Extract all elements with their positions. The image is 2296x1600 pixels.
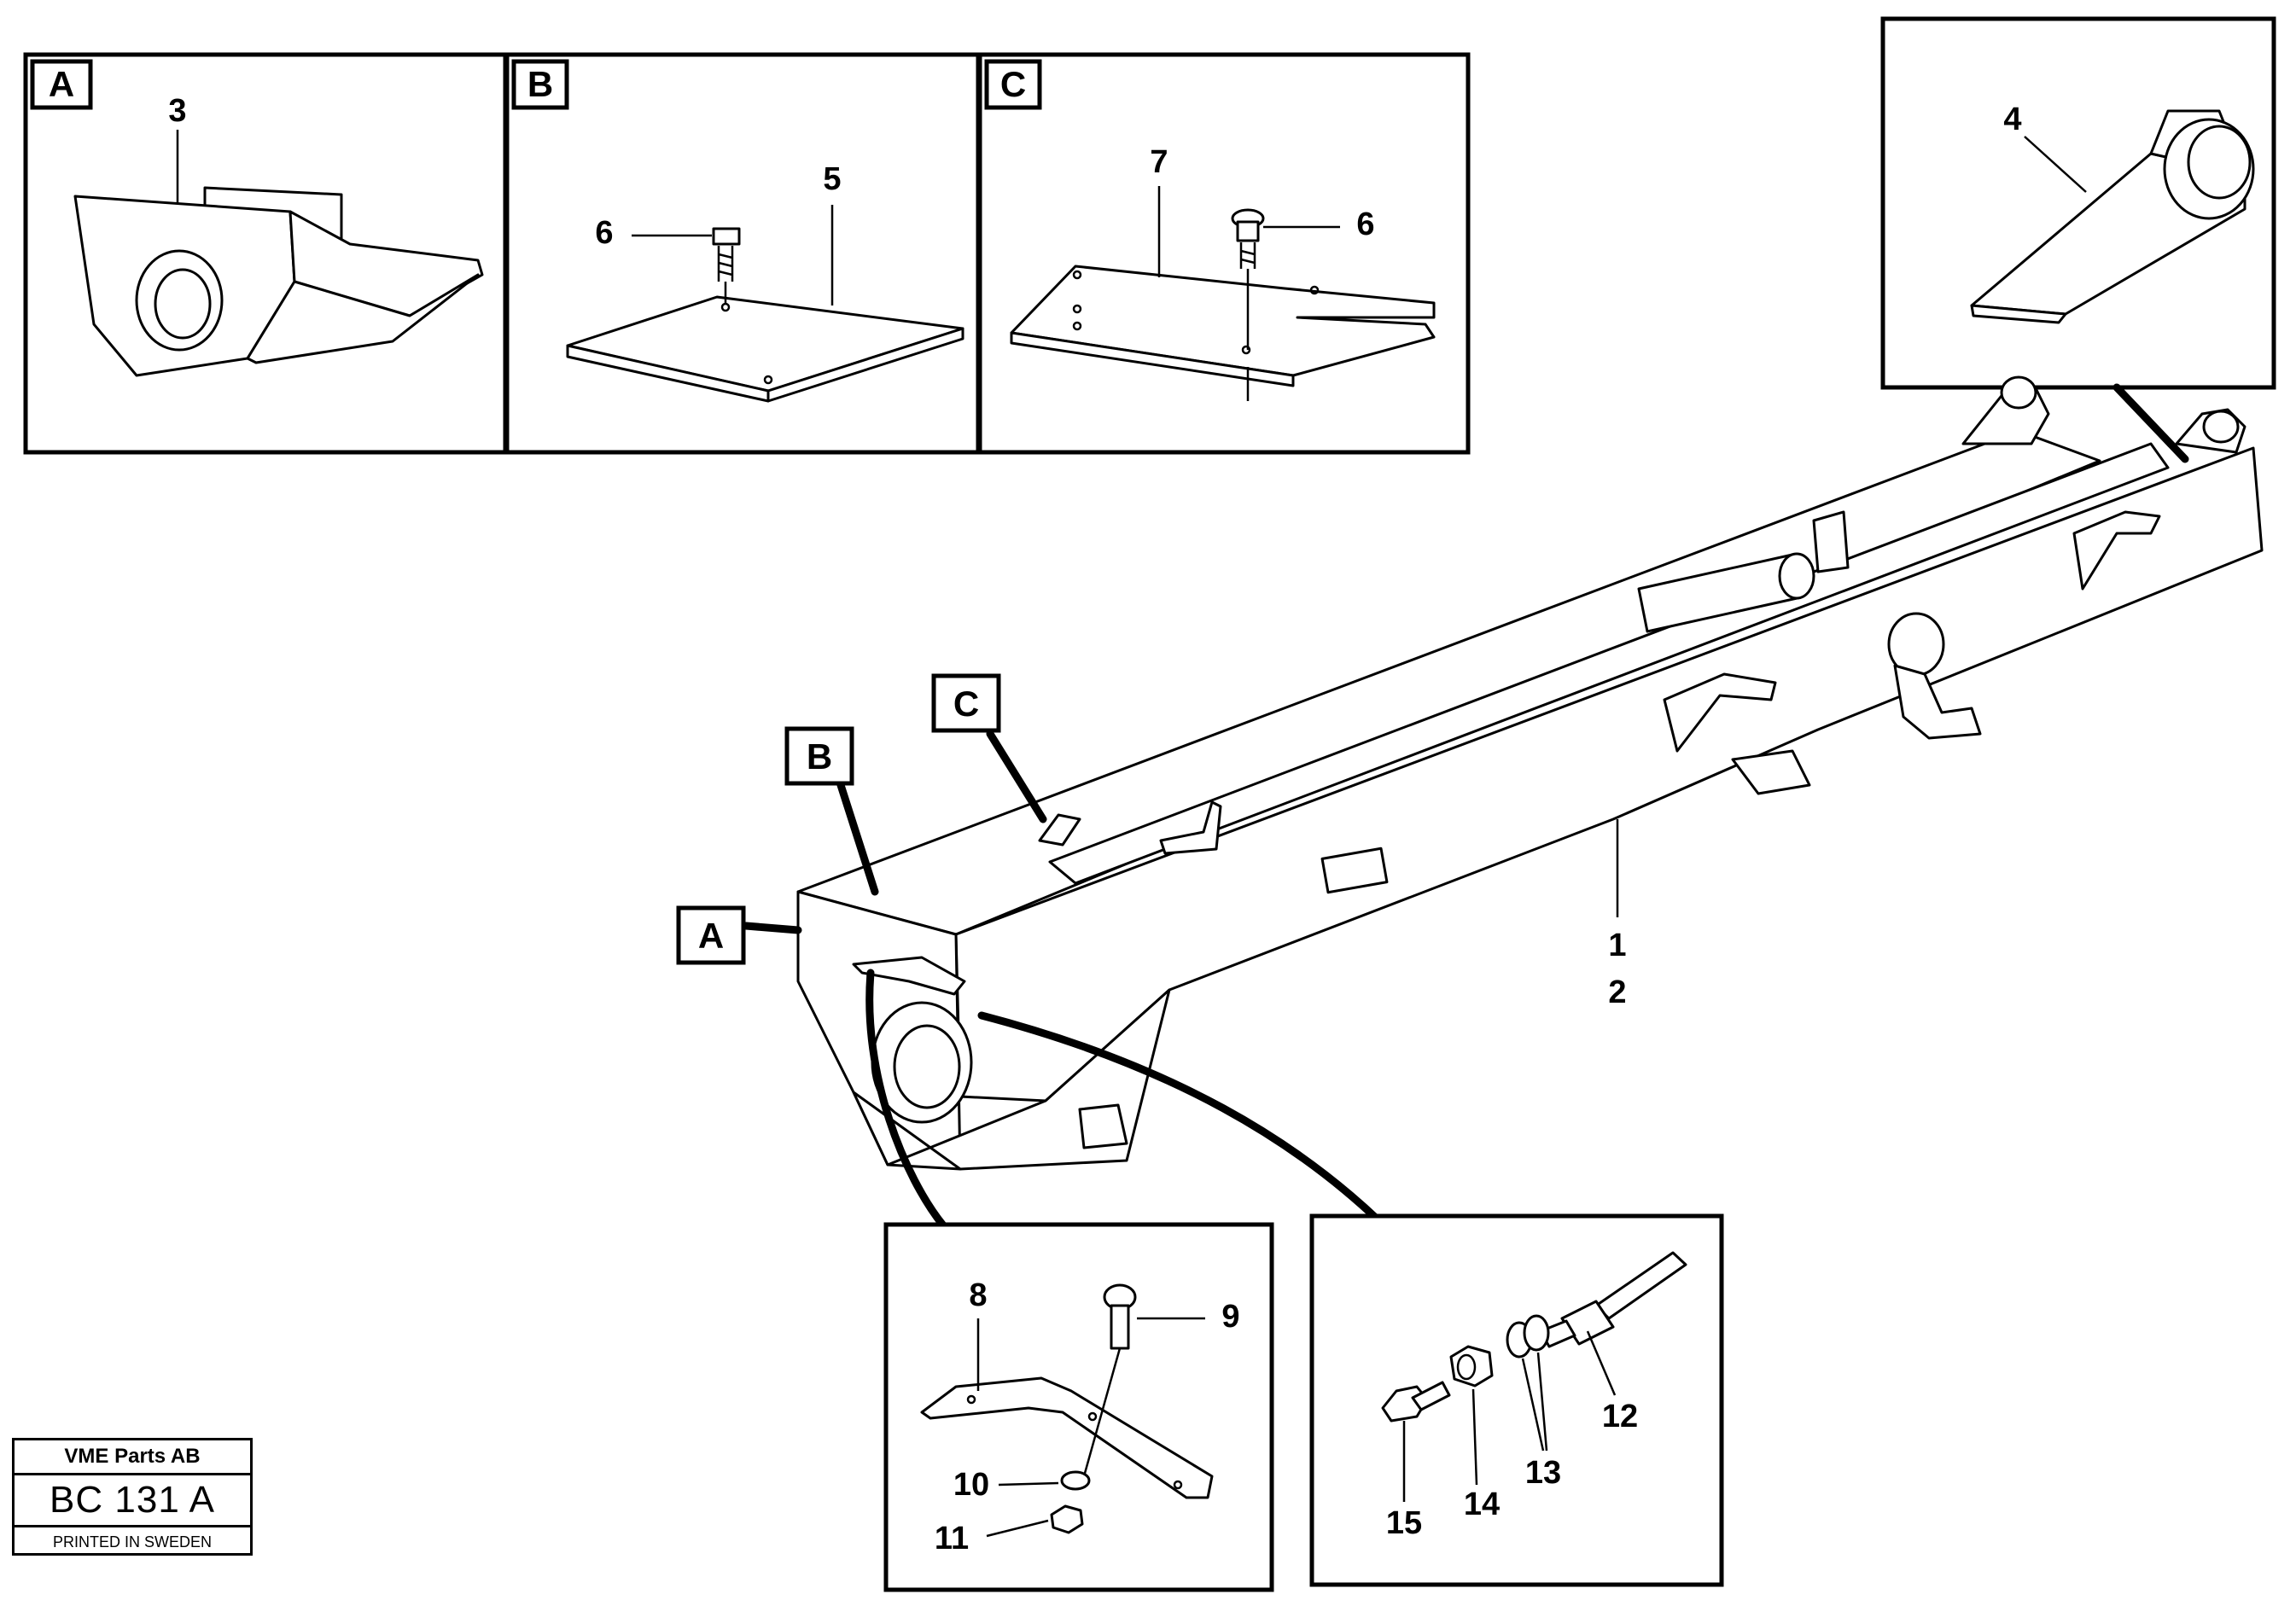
part-label-10: 10	[953, 1467, 989, 1503]
main-callout-b: B	[784, 726, 879, 896]
detail-a-tag: A	[49, 64, 74, 104]
detail-panel-lube-nipple: 12 13 14 15	[1309, 1213, 1724, 1587]
part-label-12: 12	[1602, 1399, 1638, 1434]
washer-part-10	[1060, 1470, 1091, 1491]
part-label-1: 1	[1608, 928, 1626, 963]
bolt-part-9	[1082, 1283, 1137, 1477]
grease-nipple-part-15	[1381, 1381, 1451, 1423]
main-callout-c: C	[931, 673, 1047, 823]
detail-c-tag: C	[1000, 64, 1026, 104]
part-label-3: 3	[168, 93, 186, 129]
part-label-4: 4	[2003, 102, 2021, 137]
part-label-14: 14	[1464, 1487, 1500, 1522]
part-label-15: 15	[1386, 1505, 1422, 1541]
part-label-7: 7	[1150, 144, 1168, 180]
part-label-6-c: 6	[1356, 207, 1374, 242]
detail-panel-c: C 6 7	[977, 52, 1471, 455]
title-block: VME Parts AB BC 131 A PRINTED IN SWEDEN	[12, 1438, 253, 1556]
main-callout-a: A	[676, 905, 802, 965]
leader-to-part-4	[2112, 383, 2189, 463]
detail-panel-b: B 6 5	[504, 52, 981, 455]
detail-panel-a: A 3	[23, 52, 508, 455]
printed-note: PRINTED IN SWEDEN	[52, 1533, 212, 1551]
main-b-tag: B	[807, 736, 832, 777]
nut-part-14	[1449, 1345, 1494, 1388]
main-a-tag: A	[698, 916, 724, 956]
detail-panel-part-4: 4	[1880, 16, 2276, 390]
plate-part-7	[1010, 265, 1436, 387]
part-label-8: 8	[969, 1277, 987, 1313]
bracket-part-8	[920, 1376, 1214, 1499]
tow-lug-part-4	[1970, 109, 2255, 324]
company-name: VME Parts AB	[15, 1440, 250, 1475]
drawing-number: BC 131 A	[15, 1475, 250, 1527]
leader-to-nipple-panel	[977, 1011, 1383, 1225]
detail-panel-bracket: 8 9 10 11	[883, 1222, 1274, 1592]
part-label-5: 5	[823, 161, 841, 197]
bolt-part-6-b	[712, 227, 741, 303]
part-label-13: 13	[1525, 1455, 1561, 1491]
main-frame-assembly	[796, 375, 2264, 1171]
part-label-9: 9	[1221, 1299, 1239, 1335]
pipe-part-12	[1539, 1251, 1687, 1348]
nut-part-11	[1050, 1504, 1084, 1534]
part-label-6-b: 6	[595, 215, 613, 251]
bracket-part-3	[73, 186, 484, 377]
part-label-2: 2	[1608, 975, 1626, 1010]
washers-part-13	[1506, 1314, 1550, 1359]
main-c-tag: C	[953, 684, 979, 724]
detail-b-tag: B	[527, 64, 553, 104]
part-label-11: 11	[935, 1521, 969, 1556]
bolt-part-6-c	[1231, 208, 1265, 401]
leader-to-bracket-panel	[865, 969, 947, 1230]
plate-part-5	[566, 295, 964, 403]
